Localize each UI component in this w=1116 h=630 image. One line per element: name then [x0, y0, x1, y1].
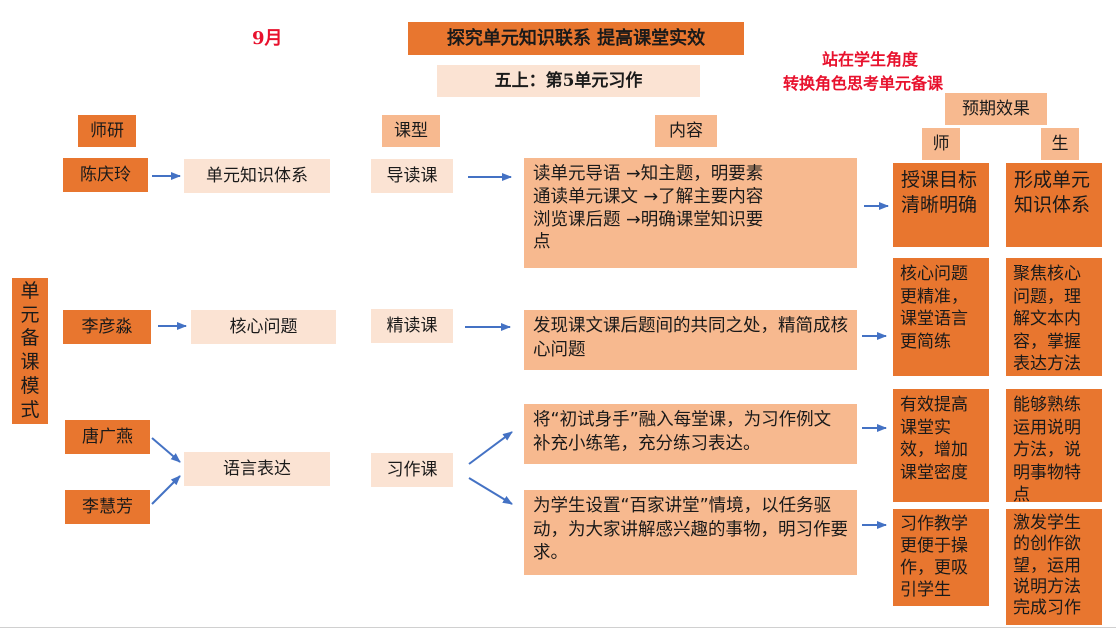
student-effect-3-text: 能够熟练运用说明方法，说明事物特点: [1013, 395, 1081, 506]
content-intensive-reading: 发现课文课后题间的共同之处，精简成核心问题: [524, 310, 857, 370]
topic-language-expression-text: 语言表达: [223, 458, 291, 479]
lesson-type-intensive-reading: 精读课: [371, 309, 453, 343]
header-lesson-type-text: 课型: [394, 120, 428, 141]
student-effect-2: 聚焦核心问题，理解文本内容，掌握表达方法: [1006, 258, 1102, 376]
teacher-effect-1: 授课目标清晰明确: [893, 163, 989, 247]
arrow-teacher3-to-topic3: [151, 437, 181, 463]
slogan-line-1: 站在学生角度: [822, 50, 919, 69]
teacher-effect-2: 核心问题更精准，课堂语言更简练: [893, 258, 989, 376]
teacher-tang-guangyan: 唐广燕: [65, 420, 150, 454]
month-label: 9月: [252, 28, 283, 49]
lesson-type-guided-reading: 导读课: [371, 159, 453, 193]
topic-language-expression: 语言表达: [184, 452, 330, 486]
topic-unit-knowledge-system: 单元知识体系: [184, 159, 330, 193]
teacher-effect-3: 有效提高课堂实效，增加课堂密度: [893, 389, 989, 502]
lesson-type-writing-text: 习作课: [386, 459, 438, 480]
header-expected-effect: 预期效果: [945, 93, 1047, 125]
main-title-text: 探究单元知识联系 提高课堂实效: [446, 27, 706, 49]
lesson-type-guided-reading-text: 导读课: [386, 165, 438, 186]
header-lesson-type: 课型: [382, 115, 440, 147]
arrow-lesson3-to-content4: [468, 477, 513, 505]
teacher-effect-3-text: 有效提高课堂实效，增加课堂密度: [900, 395, 968, 483]
header-content: 内容: [655, 115, 717, 147]
unit-planning-mode-label: 单元备课模式: [12, 278, 48, 424]
content-guided-reading: 读单元导语 →知主题，明要素通读单元课文 →了解主要内容浏览课后题 →明确课堂知…: [524, 158, 857, 268]
student-effect-1-text: 形成单元知识体系: [1014, 169, 1091, 216]
content-intensive-reading-text: 发现课文课后题间的共同之处，精简成核心问题: [533, 316, 848, 360]
teacher-li-yanmiao: 李彦淼: [63, 310, 151, 344]
header-teacher: 师: [922, 128, 960, 160]
teacher-chen-qingling-text: 陈庆玲: [80, 164, 131, 185]
teacher-effect-4: 习作教学更便于操作，更吸引学生: [893, 509, 989, 606]
content-writing-practice: 将“初试身手”融入每堂课，为习作例文补充小练笔，充分练习表达。: [524, 404, 857, 464]
student-effect-2-text: 聚焦核心问题，理解文本内容，掌握表达方法: [1013, 264, 1081, 375]
content-guided-reading-line: 浏览课后题 →明确课堂知识要: [533, 209, 764, 230]
teacher-effect-4-text: 习作教学更便于操作，更吸引学生: [900, 514, 968, 601]
topic-core-question: 核心问题: [191, 310, 336, 344]
header-teacher-research-text: 师研: [90, 120, 124, 141]
teacher-li-yanmiao-text: 李彦淼: [81, 316, 133, 337]
lesson-type-intensive-reading-text: 精读课: [386, 315, 438, 336]
header-teacher-research: 师研: [78, 115, 136, 147]
main-title: 探究单元知识联系 提高课堂实效: [408, 22, 744, 55]
teacher-li-huifang-text: 李慧芳: [82, 496, 133, 517]
content-lecture-scenario-text: 为学生设置“百家讲堂”情境，以任务驱动，为大家讲解感兴趣的事物，明习作要求。: [533, 496, 848, 564]
header-expected-effect-text: 预期效果: [962, 98, 1030, 119]
unit-subtitle: 五上：第5单元习作: [437, 65, 700, 97]
arrow-teacher4-to-topic3: [151, 475, 181, 505]
student-effect-4: 激发学生的创作欲望，运用说明方法完成习作: [1006, 509, 1102, 625]
header-content-text: 内容: [669, 120, 703, 141]
content-lecture-scenario: 为学生设置“百家讲堂”情境，以任务驱动，为大家讲解感兴趣的事物，明习作要求。: [524, 490, 857, 575]
content-writing-practice-text: 将“初试身手”融入每堂课，为习作例文补充小练笔，充分练习表达。: [533, 410, 832, 454]
header-student-text: 生: [1051, 133, 1069, 154]
teacher-effect-1-text: 授课目标清晰明确: [901, 169, 978, 216]
unit-subtitle-text: 五上：第5单元习作: [494, 70, 643, 91]
student-effect-4-text: 激发学生的创作欲望，运用说明方法完成习作: [1013, 513, 1081, 618]
slogan-line-2: 转换角色思考单元备课: [783, 74, 944, 93]
content-guided-reading-line: 通读单元课文 →了解主要内容: [533, 186, 764, 207]
content-guided-reading-line: 点: [533, 232, 551, 253]
header-student: 生: [1041, 128, 1079, 160]
arrow-lesson3-to-content3: [468, 431, 513, 465]
topic-core-question-text: 核心问题: [229, 316, 298, 337]
student-effect-1: 形成单元知识体系: [1006, 163, 1102, 247]
lesson-type-writing: 习作课: [371, 453, 453, 487]
unit-planning-mode-text: 单元备课模式: [20, 279, 40, 421]
header-teacher-text: 师: [932, 133, 950, 154]
student-effect-3: 能够熟练运用说明方法，说明事物特点: [1006, 389, 1102, 505]
teacher-tang-guangyan-text: 唐广燕: [82, 426, 133, 447]
teacher-chen-qingling: 陈庆玲: [63, 158, 148, 192]
teacher-effect-2-text: 核心问题更精准，课堂语言更简练: [900, 264, 968, 352]
bottom-divider: [0, 627, 1116, 628]
content-guided-reading-line: 读单元导语 →知主题，明要素: [533, 164, 764, 184]
teacher-li-huifang: 李慧芳: [65, 490, 150, 524]
topic-unit-knowledge-system-text: 单元知识体系: [206, 165, 308, 186]
